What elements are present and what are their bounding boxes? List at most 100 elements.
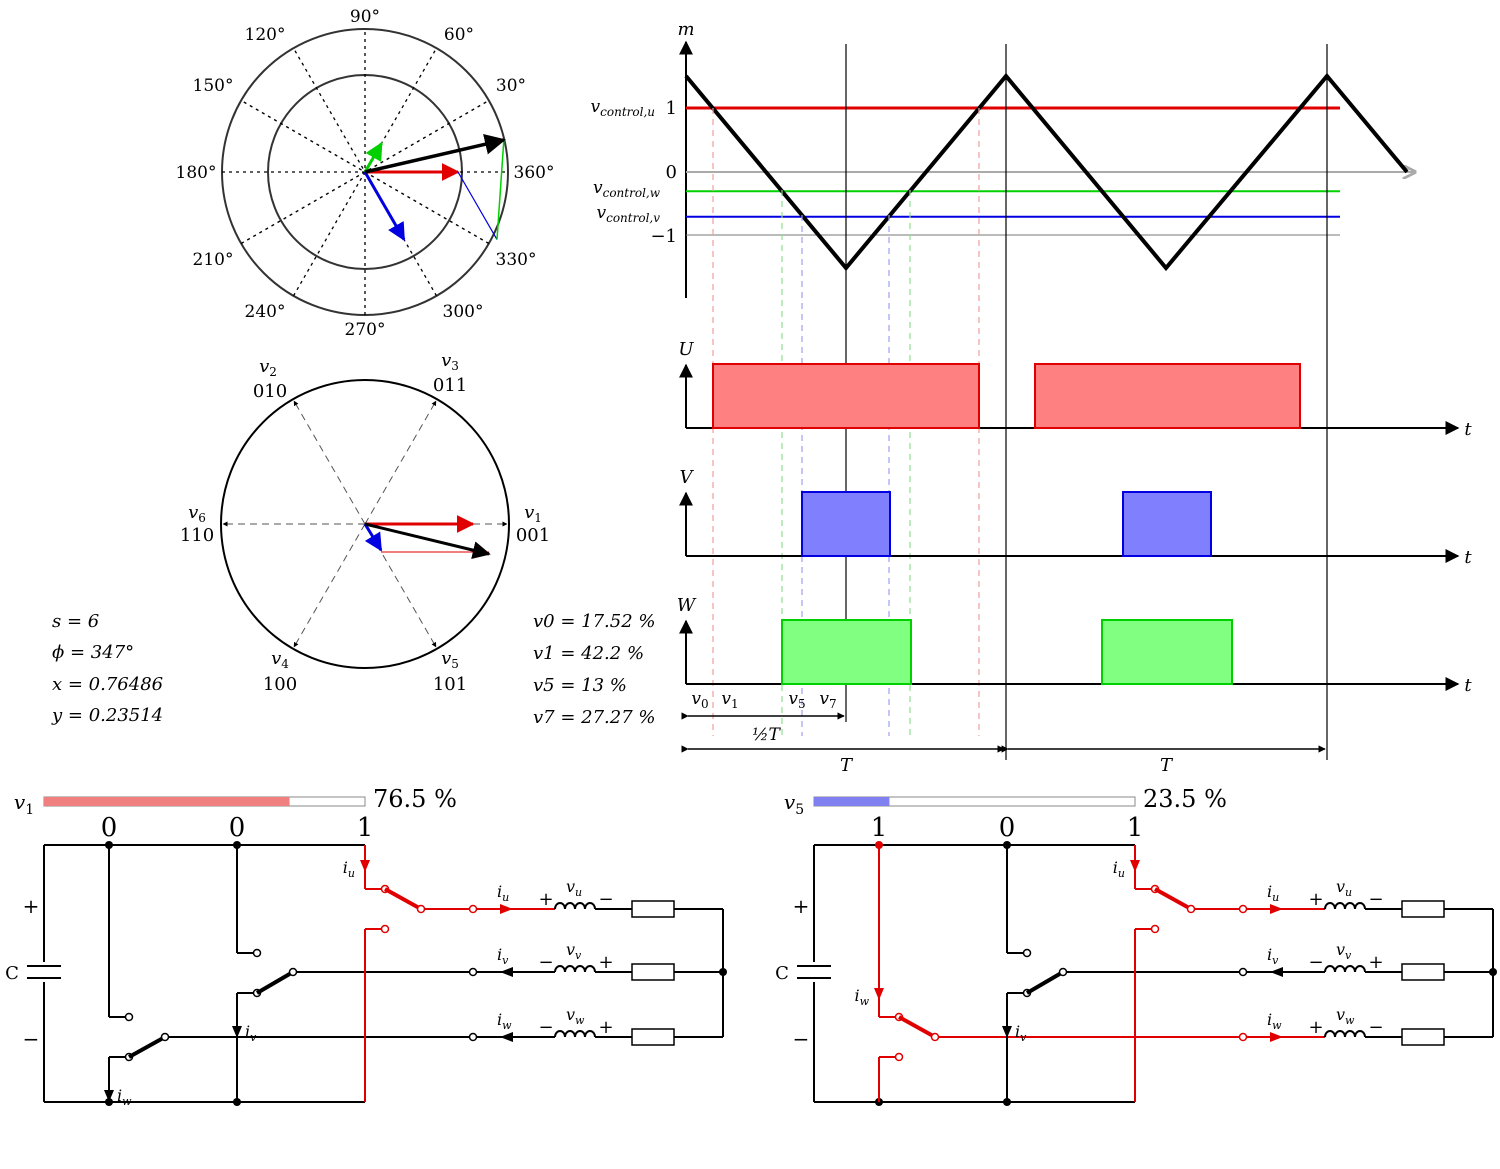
leg-current-arrow-1 [1002,1026,1012,1038]
cap-plus: + [23,894,40,918]
leg-current-arrow-1 [232,1026,242,1038]
pulse-u-label: U [678,339,694,360]
polar-angle-labels: 90° 60° 30° 360° 330° 300° 270° 240° 210… [176,7,555,340]
load-resistor-2 [1401,1028,1445,1046]
phasor-w-shifted [496,139,505,240]
pulse-w-2 [1101,619,1233,685]
leg-current-sub-2: u [1118,867,1125,880]
phase-arrow-1 [500,967,513,977]
leg-state-1: 0 [999,813,1016,843]
phase-terminal-1 [468,967,478,977]
carrier-triangle-wave [684,72,1409,272]
leg-current-label-2: iu [1113,858,1125,880]
polar-label-300: 300° [443,302,484,322]
hex-v2-name: v2 [259,356,277,379]
phase-current-sub-0: u [1272,891,1279,904]
load-resistor-0 [1401,900,1445,918]
phase-terminal-2 [468,1032,478,1042]
phase-current-label-2: iw [1267,1010,1282,1032]
phase-sign-left-1: − [1308,952,1323,973]
phase-sign-right-0: − [1368,889,1383,910]
phase-sign-left-2: − [538,1017,553,1038]
phase-sign-left-0: + [1308,889,1323,910]
hex-v1-code: 001 [516,525,550,546]
phase-voltage-sub-0: u [1345,886,1352,899]
leg-lower-contact-2 [380,924,390,934]
sv-axis-60 [364,400,437,525]
phase-arrow-2 [500,1032,513,1042]
hex-v4-name: v4 [271,648,289,671]
inv-vector-sub: 5 [795,802,804,818]
neutral-node [1489,968,1497,976]
space-vector-circle [220,379,510,669]
inductor-0 [1324,902,1366,910]
leg-current-sub-0: w [860,995,870,1008]
neutral-node [719,968,727,976]
phase-voltage-label-1: vv [1336,940,1352,962]
hex-v3-code: 011 [433,375,467,396]
polar-label-330: 330° [496,250,537,270]
polar-label-30: 30° [496,76,526,96]
leg-current-sub-1: v [1020,1031,1027,1044]
phase-terminal-0 [468,904,478,914]
pulse-v-1 [801,491,891,557]
progress-label: 23.5 % [1143,785,1227,813]
duty-v5: v5 = 13 % [533,675,627,696]
phase-current-sub-1: v [502,954,509,967]
polar-label-360: 360° [514,163,555,183]
phase-current-sub-0: u [502,891,509,904]
pulse-u-1 [712,363,980,429]
progress-label: 76.5 % [373,785,457,813]
seg-v5: v5 [788,689,805,711]
seg-v0: v0 [691,689,708,711]
pulse-v-label: V [680,467,695,488]
pulse-w-1 [781,619,912,685]
polar-phasors [363,133,506,242]
polar-label-240: 240° [245,302,286,322]
param-x: x = 0.76486 [52,674,163,695]
carrier-tick-1: 1 [666,98,677,119]
phase-voltage-sub-2: w [575,1014,585,1027]
hex-v6-code: 110 [180,525,214,546]
phase-sign-left-1: − [538,952,553,973]
sv-reference-vector [364,522,491,559]
polar-label-60: 60° [444,25,474,45]
phasor-v-shifted [457,171,498,240]
inductor-1 [1324,965,1366,973]
pulse-w-label: W [677,595,697,616]
half-period-label: ½T [752,725,781,745]
period-label-2: T [1160,755,1174,776]
switch-pivot-0 [160,1032,170,1042]
inductor-1 [554,965,596,973]
phase-sign-right-1: + [1368,952,1383,973]
leg-current-arrow-2 [1130,860,1140,872]
phase-voltage-sub-0: u [575,886,582,899]
polar-label-270: 270° [345,320,386,340]
inv-vector-sub: 1 [25,802,34,818]
cap-plus: + [793,894,810,918]
phase-current-sub-2: w [502,1019,512,1032]
leg-current-label-2: iu [343,858,355,880]
phase-voltage-sub-2: w [1345,1014,1355,1027]
phase-terminal-2 [1238,1032,1248,1042]
period-label-1: T [840,755,854,776]
duty-v7: v7 = 27.27 % [533,707,656,728]
phase-sign-right-1: + [598,952,613,973]
phase-current-label-0: iu [497,882,509,904]
leg-current-arrow-0 [104,1090,114,1102]
leg-lower-contact-0 [894,1052,904,1062]
cap-label: C [775,963,789,984]
hex-v5-name: v5 [441,648,459,671]
space-vector-diagram: v1 001 v2 010 v3 011 v4 100 v5 101 v6 11… [180,350,550,695]
phase-current-label-2: iw [497,1010,512,1032]
inductor-0 [554,902,596,910]
pulse-v-2 [1122,491,1212,557]
switch-blade-1 [1025,970,1065,995]
switch-blade-1 [255,970,295,995]
switch-pivot-1 [288,967,298,977]
pulse-v-t: t [1464,547,1472,568]
pulse-v: V t [679,467,1472,568]
phase-current-label-1: iv [1267,945,1279,967]
